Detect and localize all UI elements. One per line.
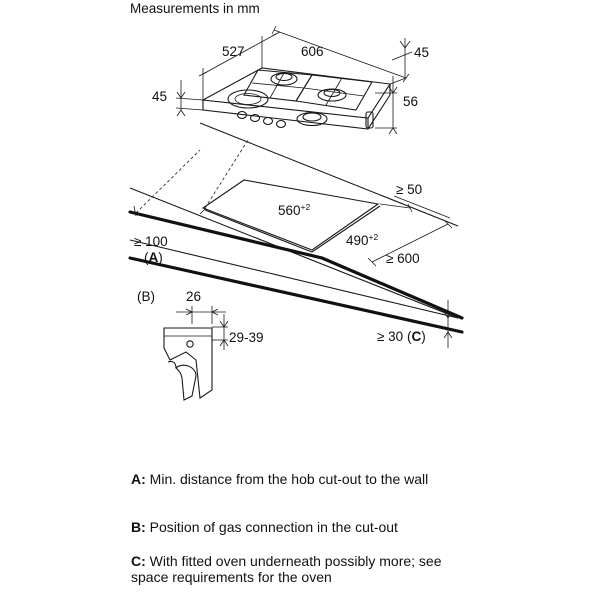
dim-hob-depth: 527 [222,44,245,59]
dim-cutout-width: 560+2 [278,202,310,218]
legend-text-b: Position of gas connection in the cut-ou… [149,519,398,535]
gas-connection-detail: (B) 26 29-39 [137,289,264,401]
dim-hob-height-front: 45 [152,89,167,104]
burner-front-right [296,111,328,127]
legend-text-a: Min. distance from the hob cut-out to th… [149,471,429,487]
control-knobs [236,110,287,129]
dim-gas-offset: 26 [186,289,201,304]
legend-key-b: B: [131,519,146,535]
dim-gas-height: 29-39 [229,330,264,345]
label-a: (A) [144,250,163,265]
dim-side-clearance: ≥ 50 [396,182,422,197]
legend-item-c: C: With fitted oven underneath possibly … [131,553,461,585]
diagram-title: Measurements in mm [130,1,260,16]
dim-hob-width: 606 [301,44,324,59]
legend-key-a: A: [131,471,146,487]
dim-hob-leg-height: 56 [403,94,418,109]
hob-drawing [201,67,391,130]
burner-large [270,72,298,86]
dim-hob-height-back: 45 [414,45,429,60]
dim-cutout-depth: 490+2 [346,232,378,248]
legend-key-c: C: [131,553,146,569]
burner-back-right [317,88,347,102]
dim-below-clearance: ≥ 30 (C) [377,329,426,344]
legend-text-c: With fitted oven underneath possibly mor… [131,553,442,585]
dim-wall-distance: ≥ 100 [134,234,168,249]
legend-item-a: A: Min. distance from the hob cut-out to… [131,471,461,487]
dim-worktop-depth: ≥ 600 [386,251,420,266]
legend-item-b: B: Position of gas connection in the cut… [131,519,461,535]
worktop-drawing [128,122,464,334]
cutout-dimensions: 560+2 490+2 ≥ 50 ≥ 600 ≥ 100 (A) ≥ 30 (C… [133,182,453,348]
label-b: (B) [137,289,155,304]
hob-dimensions: 527 606 45 45 56 [152,25,429,135]
